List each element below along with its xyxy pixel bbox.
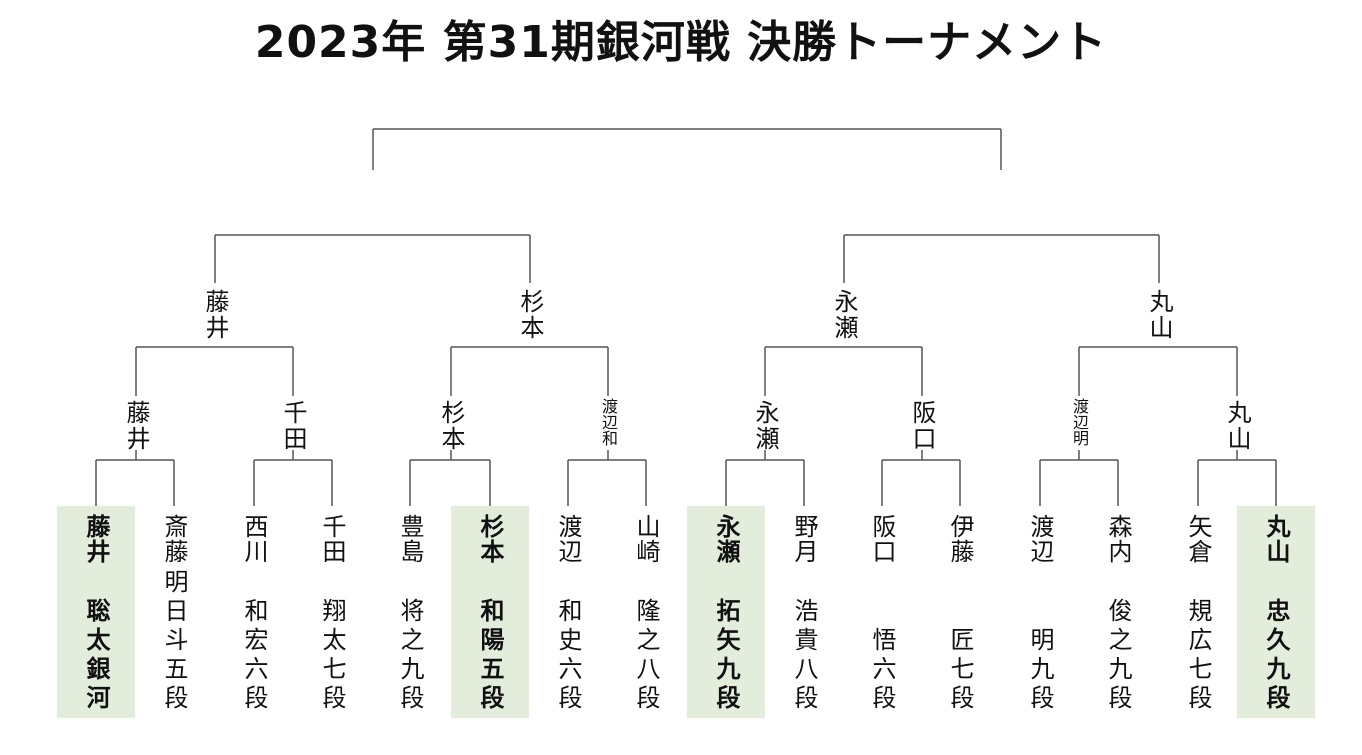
player-given-name-rank: 和史六段	[554, 598, 582, 714]
winner-highlights	[57, 506, 1315, 718]
player-surname: 渡辺	[554, 514, 582, 564]
round1-winner-label: 永瀬	[751, 400, 779, 452]
round1-winner-label: 千田	[279, 400, 307, 452]
round1-winner-label: 丸山	[1223, 400, 1251, 452]
player-surname: 野月	[790, 514, 818, 564]
player-given-name-rank: 浩貴八段	[790, 598, 818, 714]
player-surname: 永瀬	[712, 514, 740, 564]
player-given-name-rank: 悟六段	[868, 627, 896, 714]
round2-winner-label: 杉本	[516, 289, 544, 341]
player-surname: 矢倉	[1184, 514, 1212, 564]
player-surname: 山崎	[632, 514, 660, 564]
player-surname: 森内	[1104, 514, 1132, 564]
round1-winner-label: 渡辺明	[1070, 398, 1089, 446]
round2-winner-label: 丸山	[1145, 289, 1173, 341]
player-surname: 阪口	[868, 514, 896, 564]
round1-winner-label: 藤井	[122, 400, 150, 452]
round1-winner-label: 渡辺和	[599, 398, 618, 446]
player-given-name-rank: 忠久九段	[1262, 598, 1290, 714]
bracket-lines	[95, 128, 1277, 506]
player-given-name-rank: 聡太銀河	[82, 598, 110, 714]
player-given-name-rank: 俊之九段	[1104, 598, 1132, 714]
winner-highlight	[1237, 506, 1315, 718]
winner-highlight	[57, 506, 135, 718]
player-surname: 斎藤	[160, 514, 188, 564]
player-surname: 千田	[318, 514, 346, 564]
player-surname: 藤井	[82, 514, 110, 564]
player-given-name-rank: 将之九段	[396, 598, 424, 714]
player-given-name-rank: 匠七段	[946, 627, 974, 714]
round1-winner-label: 阪口	[908, 400, 936, 452]
player-given-name-rank: 和宏六段	[240, 598, 268, 714]
player-surname: 豊島	[396, 514, 424, 564]
round1-winner-label: 杉本	[437, 400, 465, 452]
player-given-name-rank: 規広七段	[1184, 598, 1212, 714]
round2-winner-label: 永瀬	[830, 289, 858, 341]
winner-highlight	[451, 506, 529, 718]
page-title: 2023年 第31期銀河戦 決勝トーナメント	[254, 17, 1108, 68]
player-given-name-rank: 翔太七段	[318, 598, 346, 714]
player-surname: 丸山	[1262, 514, 1290, 564]
player-surname: 渡辺	[1026, 514, 1054, 564]
winner-highlight	[687, 506, 765, 718]
player-surname: 西川	[240, 514, 268, 564]
player-given-name-rank: 拓矢九段	[712, 598, 740, 714]
player-surname: 杉本	[476, 514, 504, 564]
player-surname: 伊藤	[946, 514, 974, 564]
player-given-name-rank: 明日斗五段	[160, 569, 188, 714]
round2-winner-label: 藤井	[201, 289, 229, 341]
player-given-name-rank: 隆之八段	[632, 598, 660, 714]
player-given-name-rank: 明九段	[1026, 627, 1054, 714]
player-given-name-rank: 和陽五段	[476, 598, 504, 714]
